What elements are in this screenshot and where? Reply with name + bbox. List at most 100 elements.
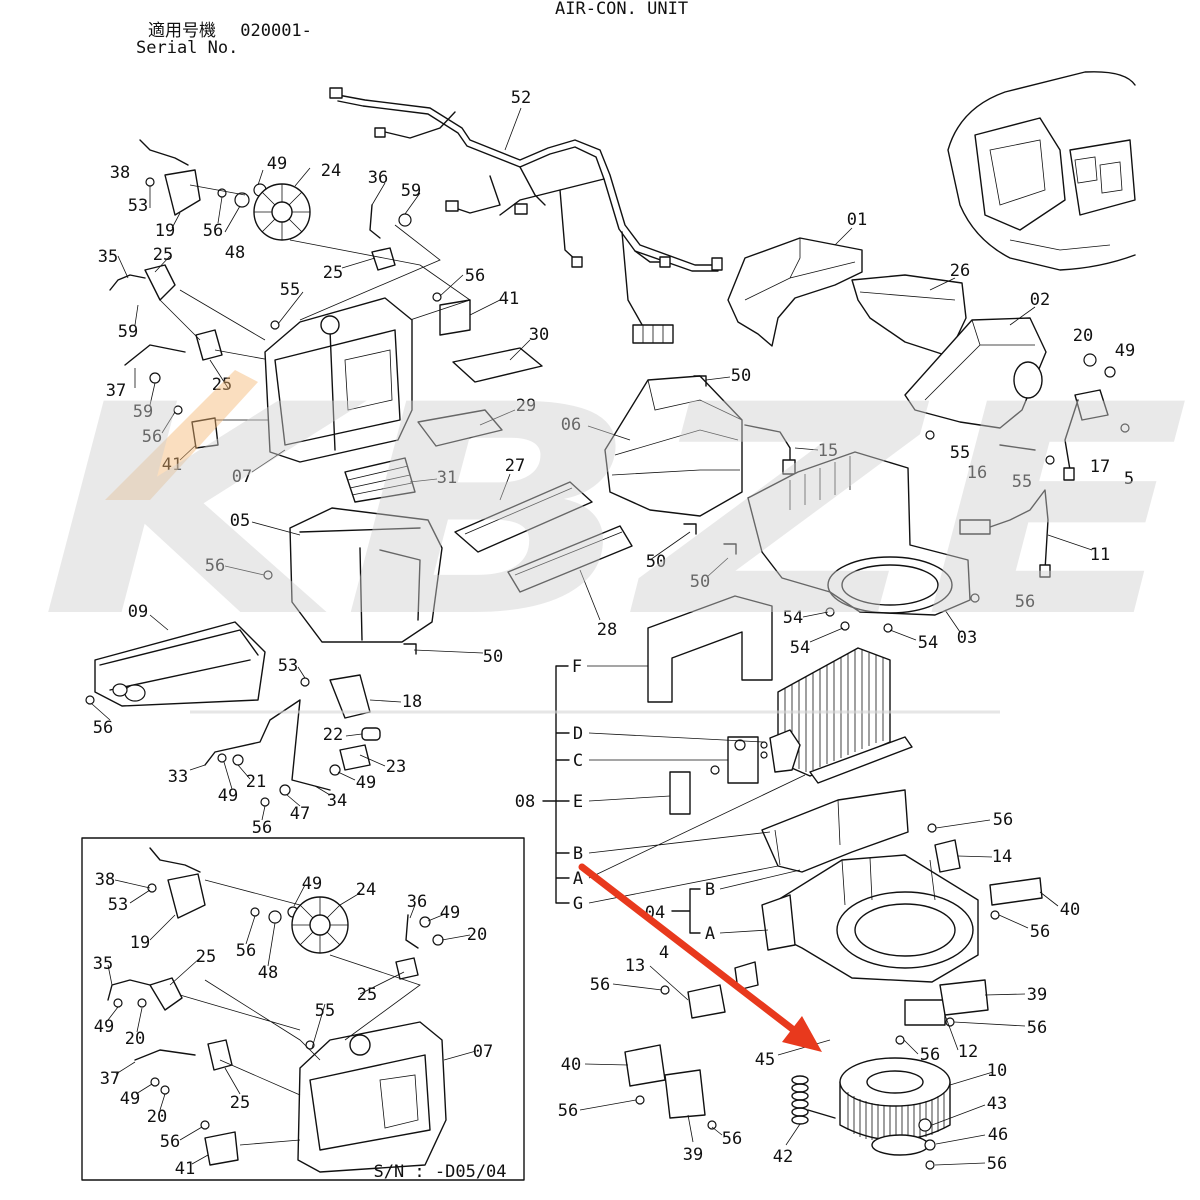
callout-part-number: 21 [246, 772, 266, 792]
wire-harness-52 [329, 87, 723, 344]
duct-01 [727, 237, 863, 347]
callout-part-number: 49 [356, 773, 376, 793]
callout-part-number: 15 [818, 441, 838, 461]
callout-part-number: 48 [225, 243, 245, 263]
upper-linkage-group [109, 139, 471, 449]
callout-part-number: 05 [230, 511, 250, 531]
callout-part-number: 19 [155, 221, 175, 241]
inset-callout-part-number: 24 [356, 880, 376, 900]
callout-part-number: 49 [267, 154, 287, 174]
callout-part-number: 56 [1027, 1018, 1047, 1038]
callout-part-number: 29 [516, 396, 536, 416]
callout-part-number: 33 [168, 767, 188, 787]
callout-part-number: 56 [722, 1129, 742, 1149]
callout-part-number: 56 [1015, 592, 1035, 612]
duct-26 [851, 274, 967, 357]
inset-callout-part-number: 49 [94, 1017, 114, 1037]
inset-callout-part-number: 38 [95, 870, 115, 890]
assembly-letter: A [705, 924, 715, 944]
assembly-letter: E [573, 792, 583, 812]
callout-part-number: 18 [402, 692, 422, 712]
callout-part-number: 14 [992, 847, 1012, 867]
inset-callout-part-number: 36 [407, 892, 427, 912]
inset-callout-part-number: 48 [258, 963, 278, 983]
plate-29 [417, 409, 503, 447]
callout-part-number: 54 [790, 638, 810, 658]
case-03 [747, 451, 980, 633]
assembly-04-bracket [671, 888, 701, 934]
callout-part-number: 59 [401, 181, 421, 201]
inset-callout-part-number: 41 [175, 1159, 195, 1179]
callout-part-number: 13 [625, 956, 645, 976]
inset-serial-note: S/N : -D05/04 [373, 1162, 506, 1182]
plate-30 [452, 347, 543, 383]
callout-part-number: 10 [987, 1061, 1007, 1081]
inset-callout-part-number: 53 [108, 895, 128, 915]
callout-part-number: 53 [128, 196, 148, 216]
callout-part-number: 49 [218, 786, 238, 806]
callout-part-number: 56 [993, 810, 1013, 830]
callout-part-number: 50 [483, 647, 503, 667]
inset-callout-part-number: 56 [160, 1132, 180, 1152]
diagram-title: AIR-CON. UNIT [555, 0, 688, 19]
inset-callout-part-number: 20 [147, 1107, 167, 1127]
callout-part-number: 31 [437, 468, 457, 488]
callout-part-number: 54 [783, 608, 803, 628]
assembly-letter: F [572, 657, 582, 677]
callout-part-number: 4 [659, 943, 669, 963]
callout-part-number: 41 [499, 289, 519, 309]
inset-callout-part-number: 07 [473, 1042, 493, 1062]
inset-callout-part-number: 49 [120, 1089, 140, 1109]
inset-earlier-variant: S/N : -D05/04 [81, 837, 525, 1182]
callout-part-number: 46 [988, 1125, 1008, 1145]
fitting-08-d [760, 729, 801, 773]
inset-callout-part-number: 56 [236, 941, 256, 961]
callout-part-number: 59 [133, 402, 153, 422]
callout-part-number: 56 [142, 427, 162, 447]
blower-motor-10 [839, 1057, 951, 1156]
callout-part-number: 56 [920, 1045, 940, 1065]
assembly-letter: B [573, 844, 583, 864]
red-pointer-arrow [578, 863, 822, 1052]
cover-08-f [647, 595, 773, 703]
expansion-valve-08-c [710, 736, 759, 784]
callout-part-number: 28 [597, 620, 617, 640]
callout-part-number: 56 [252, 818, 272, 838]
assembly-04-letter-leaders [719, 869, 801, 934]
filter-27 [454, 481, 593, 553]
callout-part-number: 39 [683, 1145, 703, 1165]
callout-part-number: 41 [162, 455, 182, 475]
callout-part-number: 40 [1060, 900, 1080, 920]
callout-part-number: 37 [106, 381, 126, 401]
callout-part-number: 07 [232, 467, 252, 487]
callout-part-number: 03 [957, 628, 977, 648]
inset-callout-part-number: 49 [440, 903, 460, 923]
callout-part-number: 50 [690, 572, 710, 592]
callout-part-number: 17 [1090, 457, 1110, 477]
applicable-model-label: 適用号機 [148, 21, 216, 41]
callout-part-number: 56 [465, 266, 485, 286]
callout-part-number: 56 [987, 1154, 1007, 1174]
arrow-head [782, 1016, 822, 1052]
callout-part-number: 53 [278, 656, 298, 676]
callout-part-number: 35 [98, 247, 118, 267]
callout-part-number: 34 [327, 791, 347, 811]
inset-knob-24 [291, 896, 349, 954]
callout-part-number: 40 [561, 1055, 581, 1075]
arrow-shaft [578, 863, 799, 1035]
callout-part-number: 56 [1030, 922, 1050, 942]
callout-part-number: 24 [321, 161, 341, 181]
callout-part-number: 38 [110, 163, 130, 183]
callout-part-number: 56 [590, 975, 610, 995]
callout-part-number: 27 [505, 456, 525, 476]
callout-part-number: 25 [323, 263, 343, 283]
callout-part-number: 55 [280, 280, 300, 300]
callout-part-number: 43 [987, 1094, 1007, 1114]
inset-callout-part-number: 49 [302, 874, 322, 894]
callout-part-number: 56 [558, 1101, 578, 1121]
callout-part-number: 16 [967, 463, 987, 483]
bracket-08-e [669, 771, 691, 815]
callout-part-number: 23 [386, 757, 406, 777]
inset-callout-part-number: 35 [93, 954, 113, 974]
